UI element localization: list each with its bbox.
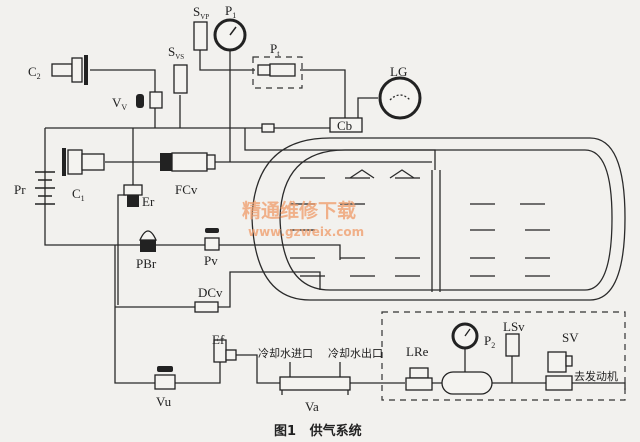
dcv-valve <box>194 301 219 313</box>
label-pv: Pv <box>204 253 218 268</box>
label-lre: LRe <box>406 344 429 359</box>
sv-solenoid-valve <box>545 351 573 391</box>
pt-transmitter <box>257 63 296 77</box>
label-lsv: LSv <box>503 319 525 334</box>
label-cb: Cb <box>337 118 352 133</box>
watermark-url: www.gzweix.com <box>248 225 364 239</box>
p2-gauge <box>451 322 479 350</box>
label-p2: P2 <box>484 333 495 350</box>
label-vu: Vu <box>156 394 172 409</box>
c1-fitting <box>62 148 105 176</box>
ef-filter <box>213 339 237 363</box>
label-er: Er <box>142 194 155 209</box>
label-c1: C1 <box>72 186 85 203</box>
pbr-regulator <box>138 230 158 252</box>
p1-gauge <box>213 18 247 52</box>
watermark-title: 精通维修下载 <box>242 199 356 222</box>
lre-regulator <box>405 367 433 391</box>
label-pt: Pt <box>270 41 280 58</box>
label-svs: SVS <box>168 44 184 61</box>
piping <box>44 50 626 401</box>
va-vaporizer <box>279 376 351 395</box>
lg-gauge <box>378 76 422 120</box>
label-svp: SVP <box>193 4 209 21</box>
label-p1: P1 <box>225 3 236 20</box>
c2-fitting <box>51 55 88 85</box>
label-ef: Ef <box>212 332 225 347</box>
pr-battery <box>35 171 55 205</box>
label-dcv: DCv <box>198 285 223 300</box>
cb-box <box>329 117 363 133</box>
pv-valve <box>204 228 220 251</box>
label-coolant-out: 冷却水出口 <box>328 346 383 360</box>
lsv-sensor <box>505 333 520 357</box>
er-regulator <box>123 184 143 207</box>
label-sv: SV <box>562 330 579 345</box>
svs-sensor <box>173 64 188 94</box>
label-to-engine: 去发动机 <box>574 369 618 383</box>
vu-valve <box>154 366 176 390</box>
label-vv: VV <box>112 95 127 112</box>
label-lg: LG <box>390 64 407 79</box>
label-coolant-in: 冷却水进口 <box>258 347 313 360</box>
label-fcv: FCv <box>175 182 198 197</box>
fcv-valve <box>160 152 216 172</box>
label-pr: Pr <box>14 182 26 197</box>
check-valve <box>261 123 275 133</box>
label-c2: C2 <box>28 64 41 81</box>
vv-valve <box>136 91 163 109</box>
label-va: Va <box>305 399 319 414</box>
svp-sensor <box>193 21 208 51</box>
figure-caption: 图1 供气系统 <box>274 423 362 439</box>
label-pbr: PBr <box>136 256 157 271</box>
buffer-tank <box>441 371 493 395</box>
lng-tank <box>251 137 626 301</box>
